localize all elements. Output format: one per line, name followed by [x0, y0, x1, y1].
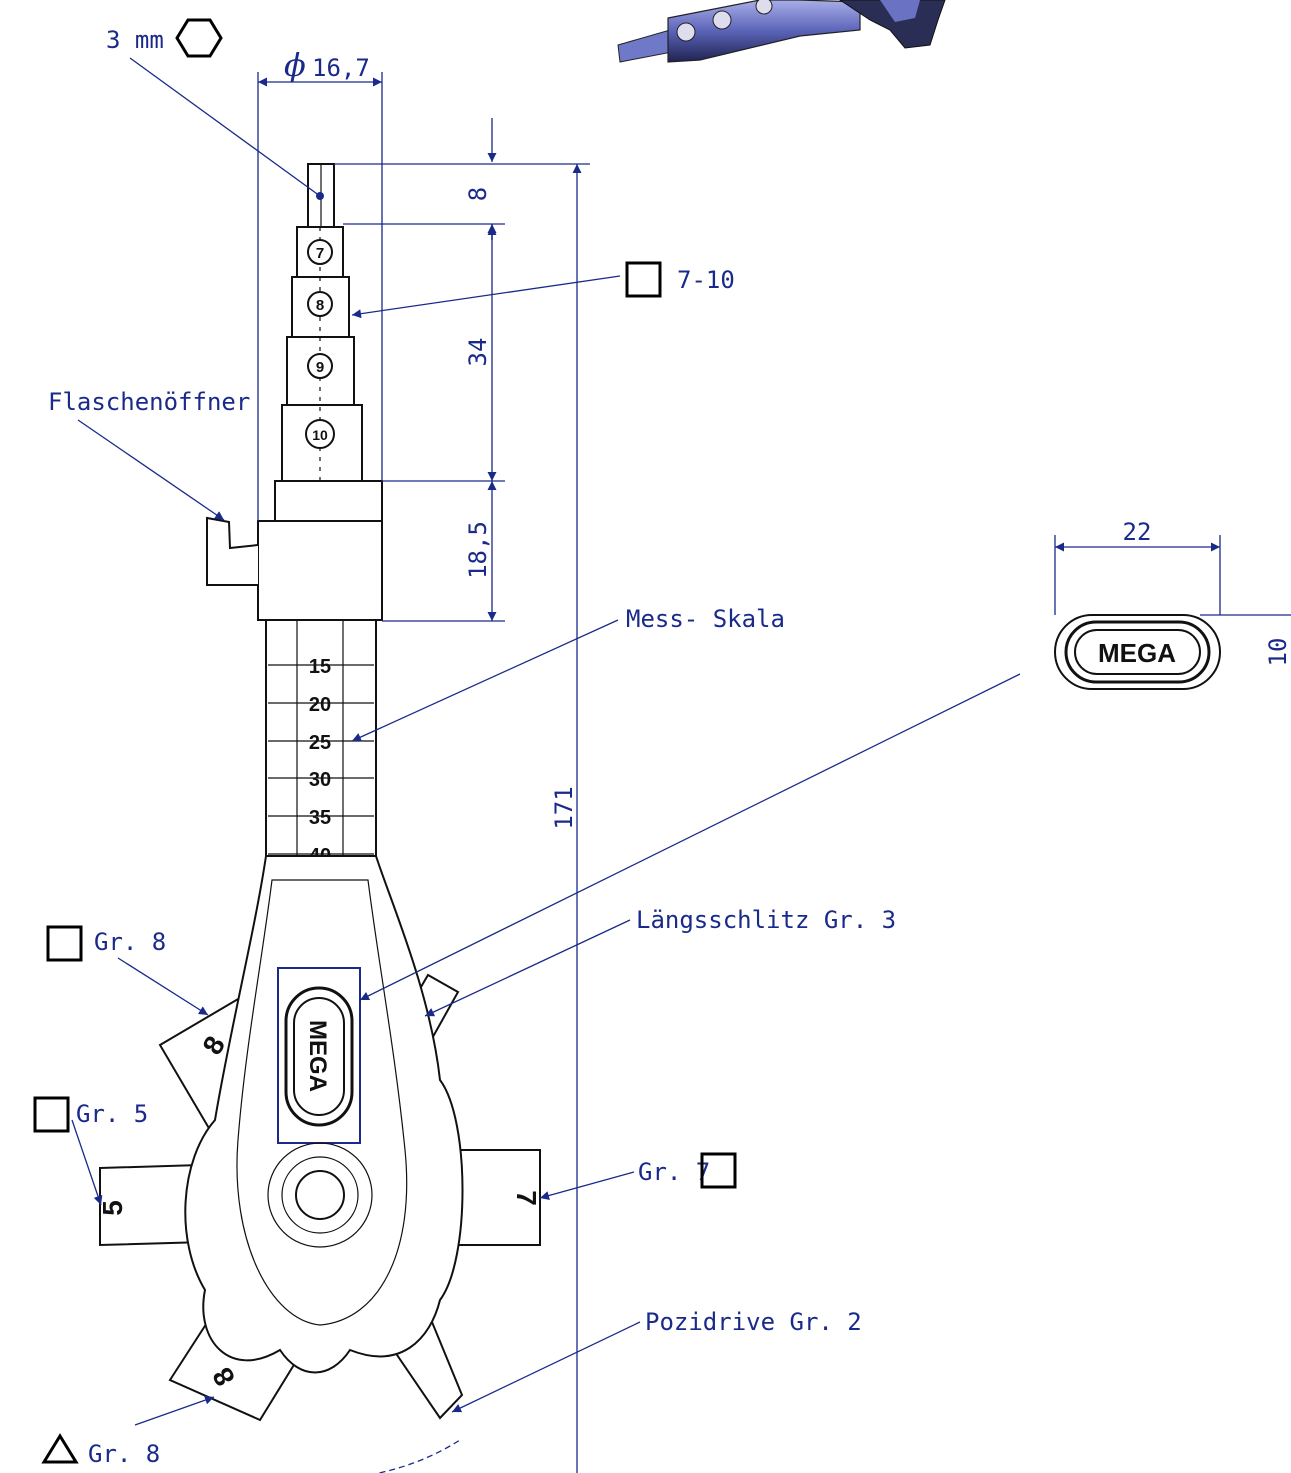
square-gr5-label: Gr. 5	[76, 1100, 148, 1128]
step-7: 7	[316, 245, 324, 262]
callout-logo	[359, 673, 1021, 1001]
hex-size-label: 3 mm	[106, 26, 164, 54]
square-icon	[33, 1096, 70, 1133]
square-range-label: 7-10	[677, 266, 735, 294]
star-number-left: 5	[97, 1200, 128, 1216]
step-numbers: 7 8 9 10	[305, 239, 335, 449]
logo-detail-view: 22 10 MEGA	[1054, 518, 1291, 690]
dimension-lines: 8 34 18,5 171	[257, 72, 590, 1473]
callout-square-gr8: Gr. 8	[46, 925, 209, 1016]
callout-pozidrive: Pozidrive Gr. 2	[451, 1308, 862, 1413]
scale-label: Mess- Skala	[626, 605, 785, 633]
callout-scale: Mess- Skala	[351, 605, 785, 742]
logo-text-vertical: MEGA	[304, 1020, 331, 1092]
scale-30: 30	[309, 769, 331, 791]
callout-square-gr7: Gr. 7	[539, 1152, 737, 1200]
callout-square-7-10: 7-10	[351, 261, 735, 319]
scale-25: 25	[309, 732, 331, 754]
dim-34: 34	[464, 338, 492, 367]
callout-hex: 3 mm	[106, 18, 324, 200]
measuring-scale: 15 20 25 30 35 40	[268, 656, 374, 867]
step-9: 9	[316, 359, 324, 376]
diameter-label: ϕ 16,7	[284, 46, 370, 84]
callout-triangle-gr8: Gr. 8	[41, 1395, 215, 1468]
diameter-value: 16,7	[312, 54, 370, 82]
pozidrive-label: Pozidrive Gr. 2	[645, 1308, 862, 1336]
triangle-icon	[41, 1433, 79, 1464]
tool-head: MEGA 8 5 7 8	[97, 855, 542, 1422]
diameter-symbol: ϕ	[284, 46, 306, 84]
scale-20: 20	[309, 694, 331, 716]
step-10: 10	[312, 427, 328, 443]
dim-18-5: 18,5	[464, 521, 492, 579]
logo-text: MEGA	[1098, 638, 1176, 668]
hexagon-icon	[175, 18, 223, 58]
tool-shaft	[206, 163, 383, 857]
callout-slot: Längsschlitz Gr. 3	[424, 906, 896, 1017]
square-icon	[46, 925, 83, 962]
dim-8: 8	[464, 187, 492, 201]
tool-3d-preview	[617, 0, 946, 63]
square-gr7-label: Gr. 7	[638, 1158, 710, 1186]
square-gr8-label: Gr. 8	[94, 928, 166, 956]
step-8: 8	[316, 297, 324, 314]
triangle-gr8-label: Gr. 8	[88, 1440, 160, 1468]
scale-35: 35	[309, 807, 331, 829]
slot-label: Längsschlitz Gr. 3	[636, 906, 896, 934]
callout-bottle-opener: Flaschenöffner	[48, 388, 250, 521]
scale-15: 15	[309, 656, 331, 678]
square-icon	[700, 1152, 737, 1189]
callout-square-gr5: Gr. 5	[33, 1096, 148, 1206]
dim-22: 22	[1123, 518, 1152, 546]
bottle-opener-label: Flaschenöffner	[48, 388, 250, 416]
dim-10: 10	[1264, 638, 1291, 667]
dim-171: 171	[550, 786, 578, 829]
square-icon	[625, 261, 662, 298]
star-number-right: 7	[511, 1190, 542, 1206]
